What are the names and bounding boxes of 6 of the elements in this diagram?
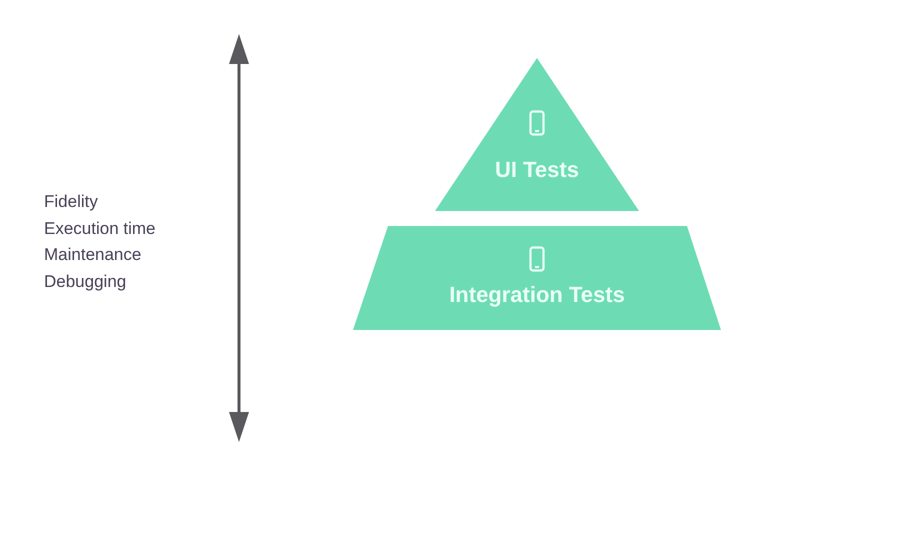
tier-label: Integration Tests (449, 281, 625, 308)
tier-label: UI Tests (495, 156, 579, 184)
axis-label: Maintenance (44, 244, 142, 266)
axis-label: Fidelity (44, 191, 99, 213)
axis-label: Execution time (44, 218, 156, 240)
axis-label: Debugging (44, 270, 128, 292)
